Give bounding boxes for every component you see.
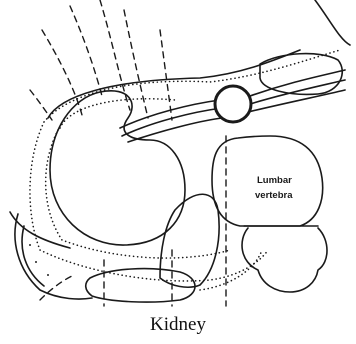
lower-fascia-dotted-line bbox=[200, 250, 262, 290]
top-dashed-lines bbox=[30, 0, 172, 120]
kidney-outline bbox=[50, 91, 185, 245]
aorta-circle bbox=[215, 86, 251, 122]
psoas-muscle bbox=[160, 194, 219, 287]
quadratus-muscle bbox=[86, 269, 195, 302]
outer-fascia-dotted-line bbox=[30, 50, 340, 281]
lumbar-vertebra: Lumbar vertebra bbox=[212, 136, 327, 292]
vertebra-label-line1: Lumbar bbox=[257, 175, 292, 186]
figure-caption: Kidney bbox=[0, 314, 356, 336]
body-wall-left bbox=[10, 212, 92, 300]
vertebra-label-line2: vertebra bbox=[255, 190, 293, 201]
inner-fascia-dotted-line bbox=[46, 99, 230, 258]
